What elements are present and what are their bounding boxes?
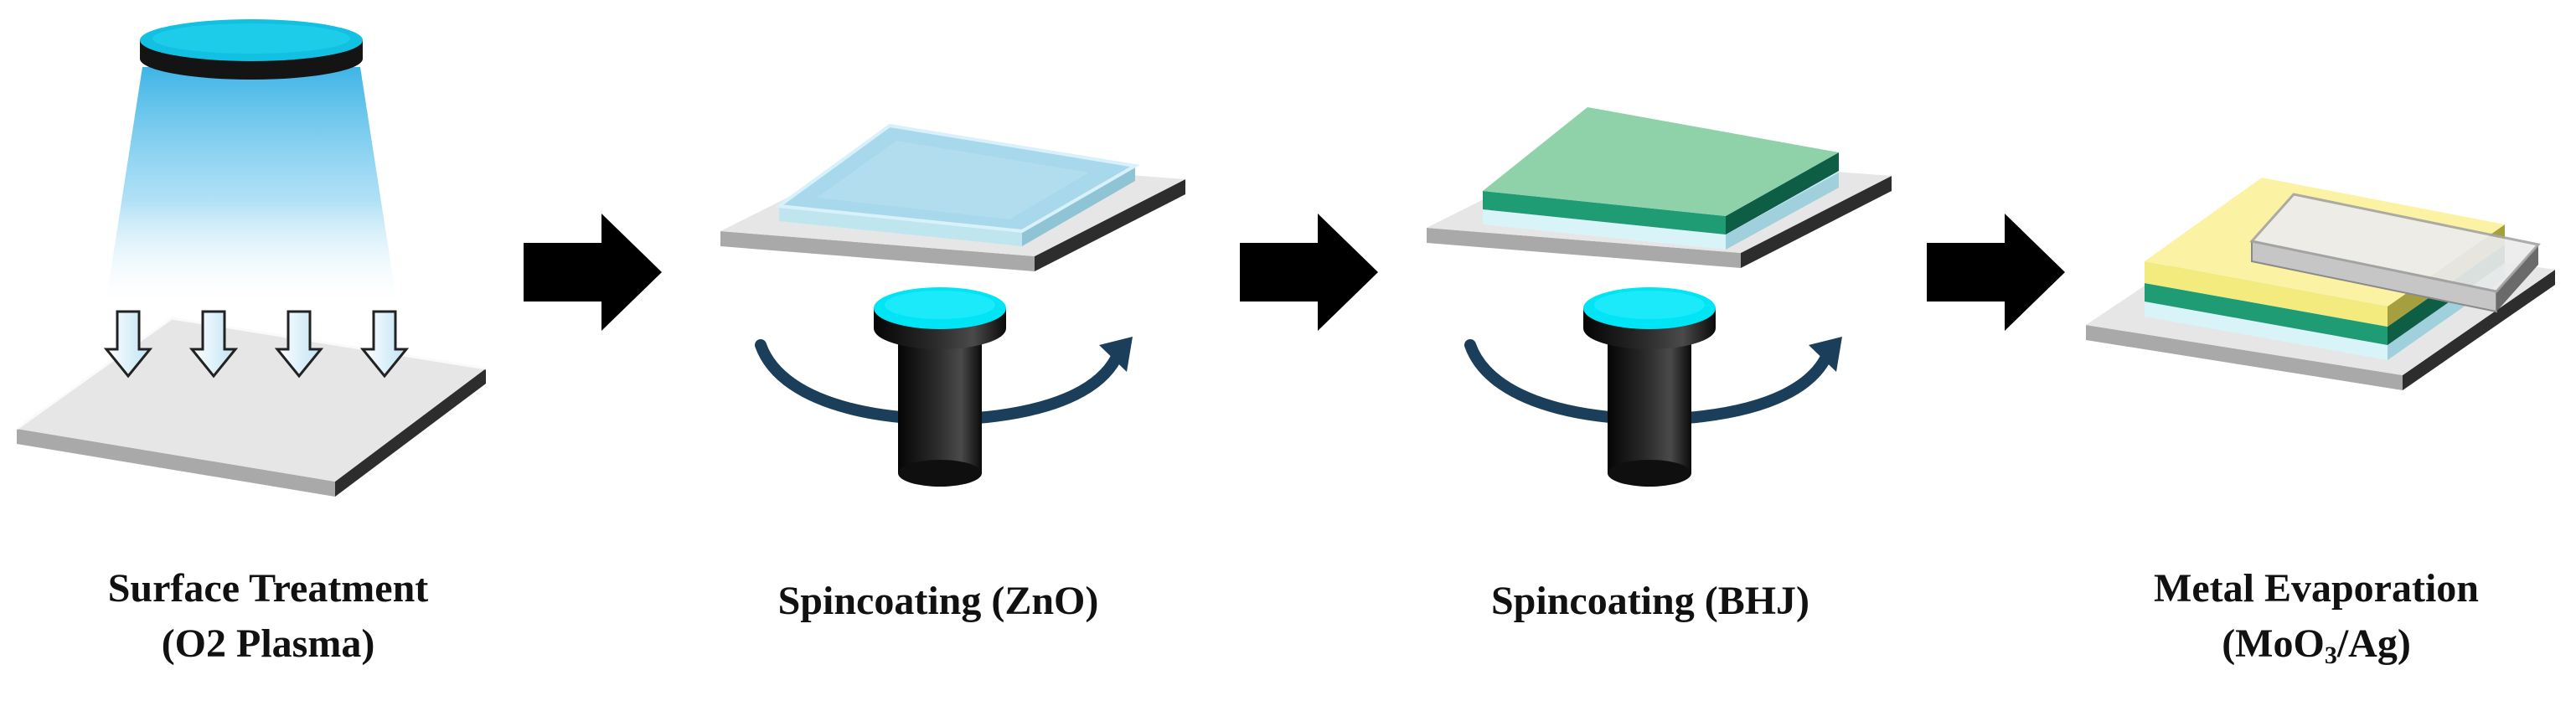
plasma-source-icon <box>140 19 363 80</box>
plasma-beam <box>105 67 398 310</box>
step-2-caption: Spincoating (ZnO) <box>687 574 1190 629</box>
step-4-illustration <box>2086 178 2555 390</box>
process-arrow-1 <box>524 214 662 331</box>
step-4-title: Metal Evaporation <box>2154 566 2479 611</box>
substrate-plain <box>16 317 487 497</box>
step-1-subtitle: (O2 Plasma) <box>161 621 375 666</box>
step-1-illustration <box>16 19 487 497</box>
plasma-down-arrows <box>103 310 410 379</box>
step-2-title: Spincoating (ZnO) <box>777 579 1099 623</box>
step-1-caption: Surface Treatment (O2 Plasma) <box>17 561 519 672</box>
process-arrow-3 <box>1927 214 2065 331</box>
completed-device <box>2086 178 2555 390</box>
step-3-title: Spincoating (BHJ) <box>1490 579 1810 623</box>
step-4-subtitle-pre: (MoO <box>2222 621 2325 666</box>
process-arrow-2 <box>1240 214 1378 331</box>
step-4-subtitle-sub: 3 <box>2324 642 2337 669</box>
step-1-title: Surface Treatment <box>107 566 429 611</box>
step-4-subtitle-post: /Ag) <box>2336 621 2411 666</box>
silver-electrode <box>2249 193 2541 313</box>
substrate-with-zno <box>720 123 1185 271</box>
spin-chuck-icon <box>1583 287 1716 487</box>
substrate-with-bhj <box>1427 107 1892 268</box>
step-4-subtitle: (MoO3/Ag) <box>2065 616 2568 672</box>
step-2-illustration <box>720 123 1185 487</box>
step-4-caption: Metal Evaporation (MoO3/Ag) <box>2065 561 2568 672</box>
step-3-caption: Spincoating (BHJ) <box>1399 574 1902 629</box>
step-3-illustration <box>1427 107 1892 487</box>
spin-chuck-icon <box>874 287 1006 487</box>
